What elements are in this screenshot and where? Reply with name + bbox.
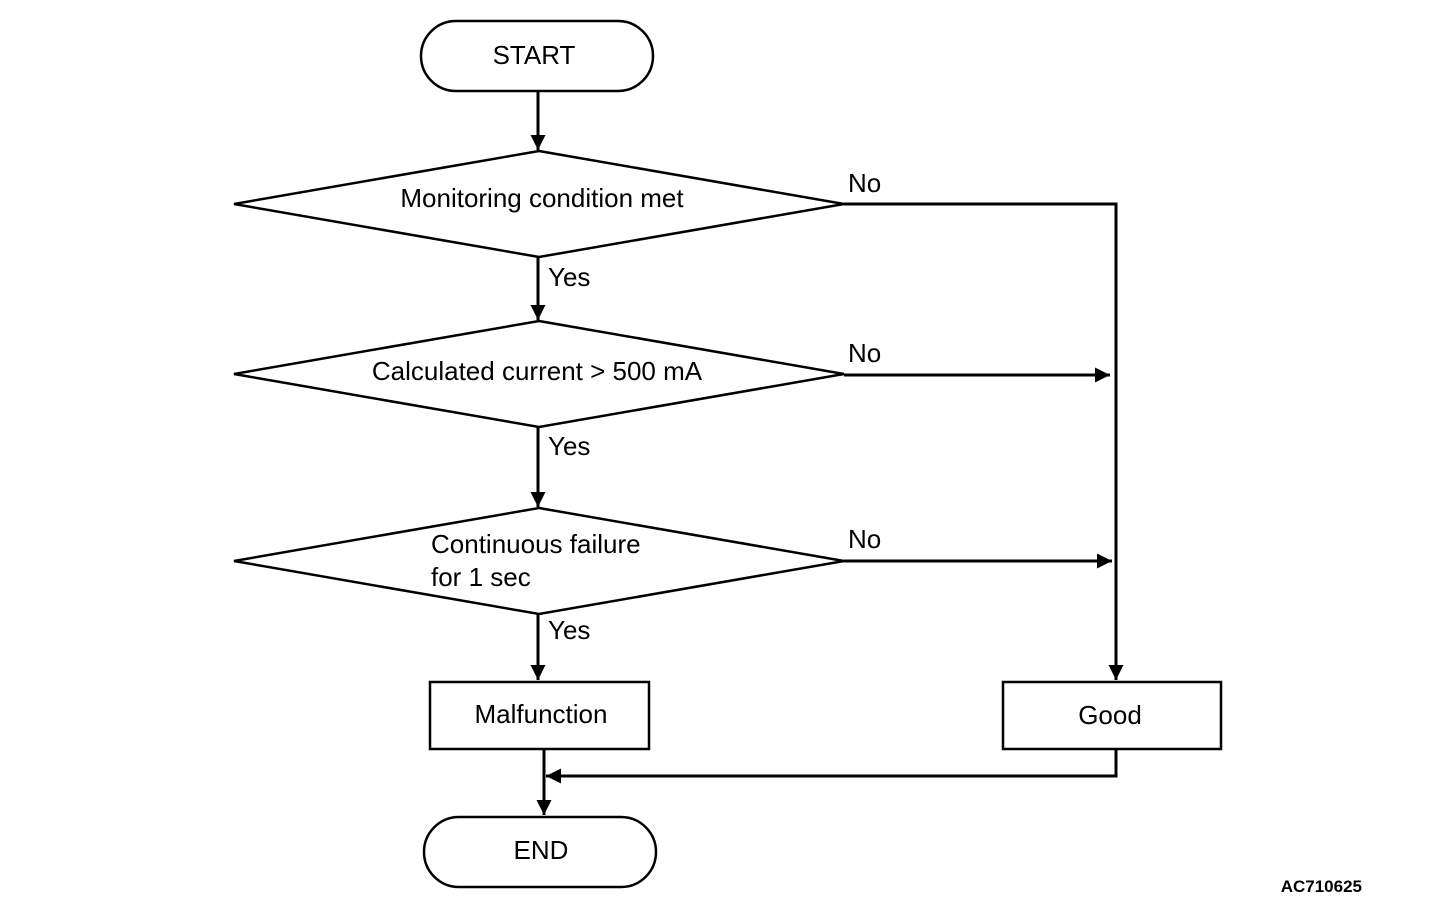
good-box [1001, 680, 1223, 751]
decision-continuous-failure-label-line-1: Continuous failure [431, 529, 641, 559]
yes-label-2: Yes [548, 431, 590, 461]
arrow-decision-1-no-to-good [844, 202, 1124, 680]
yes-label-3: Yes [548, 615, 590, 645]
arrow-good-to-end-path [546, 749, 1118, 784]
end-terminator [422, 815, 658, 889]
good-label: Good [1078, 700, 1142, 730]
decision-calculated-current-label: Calculated current > 500 mA [372, 356, 703, 386]
no-label-2: No [848, 338, 881, 368]
decision-continuous-failure [233, 506, 845, 616]
malfunction-label: Malfunction [475, 699, 608, 729]
figure-code: AC710625 [1281, 877, 1362, 896]
malfunction-box [428, 680, 651, 751]
no-label-3: No [848, 524, 881, 554]
decision-continuous-failure-label-line-2: for 1 sec [431, 562, 531, 592]
yes-label-1: Yes [548, 262, 590, 292]
no-label-1: No [848, 168, 881, 198]
decision-monitoring-condition-label: Monitoring condition met [400, 183, 684, 213]
start-label: START [493, 40, 576, 70]
end-label: END [514, 835, 569, 865]
